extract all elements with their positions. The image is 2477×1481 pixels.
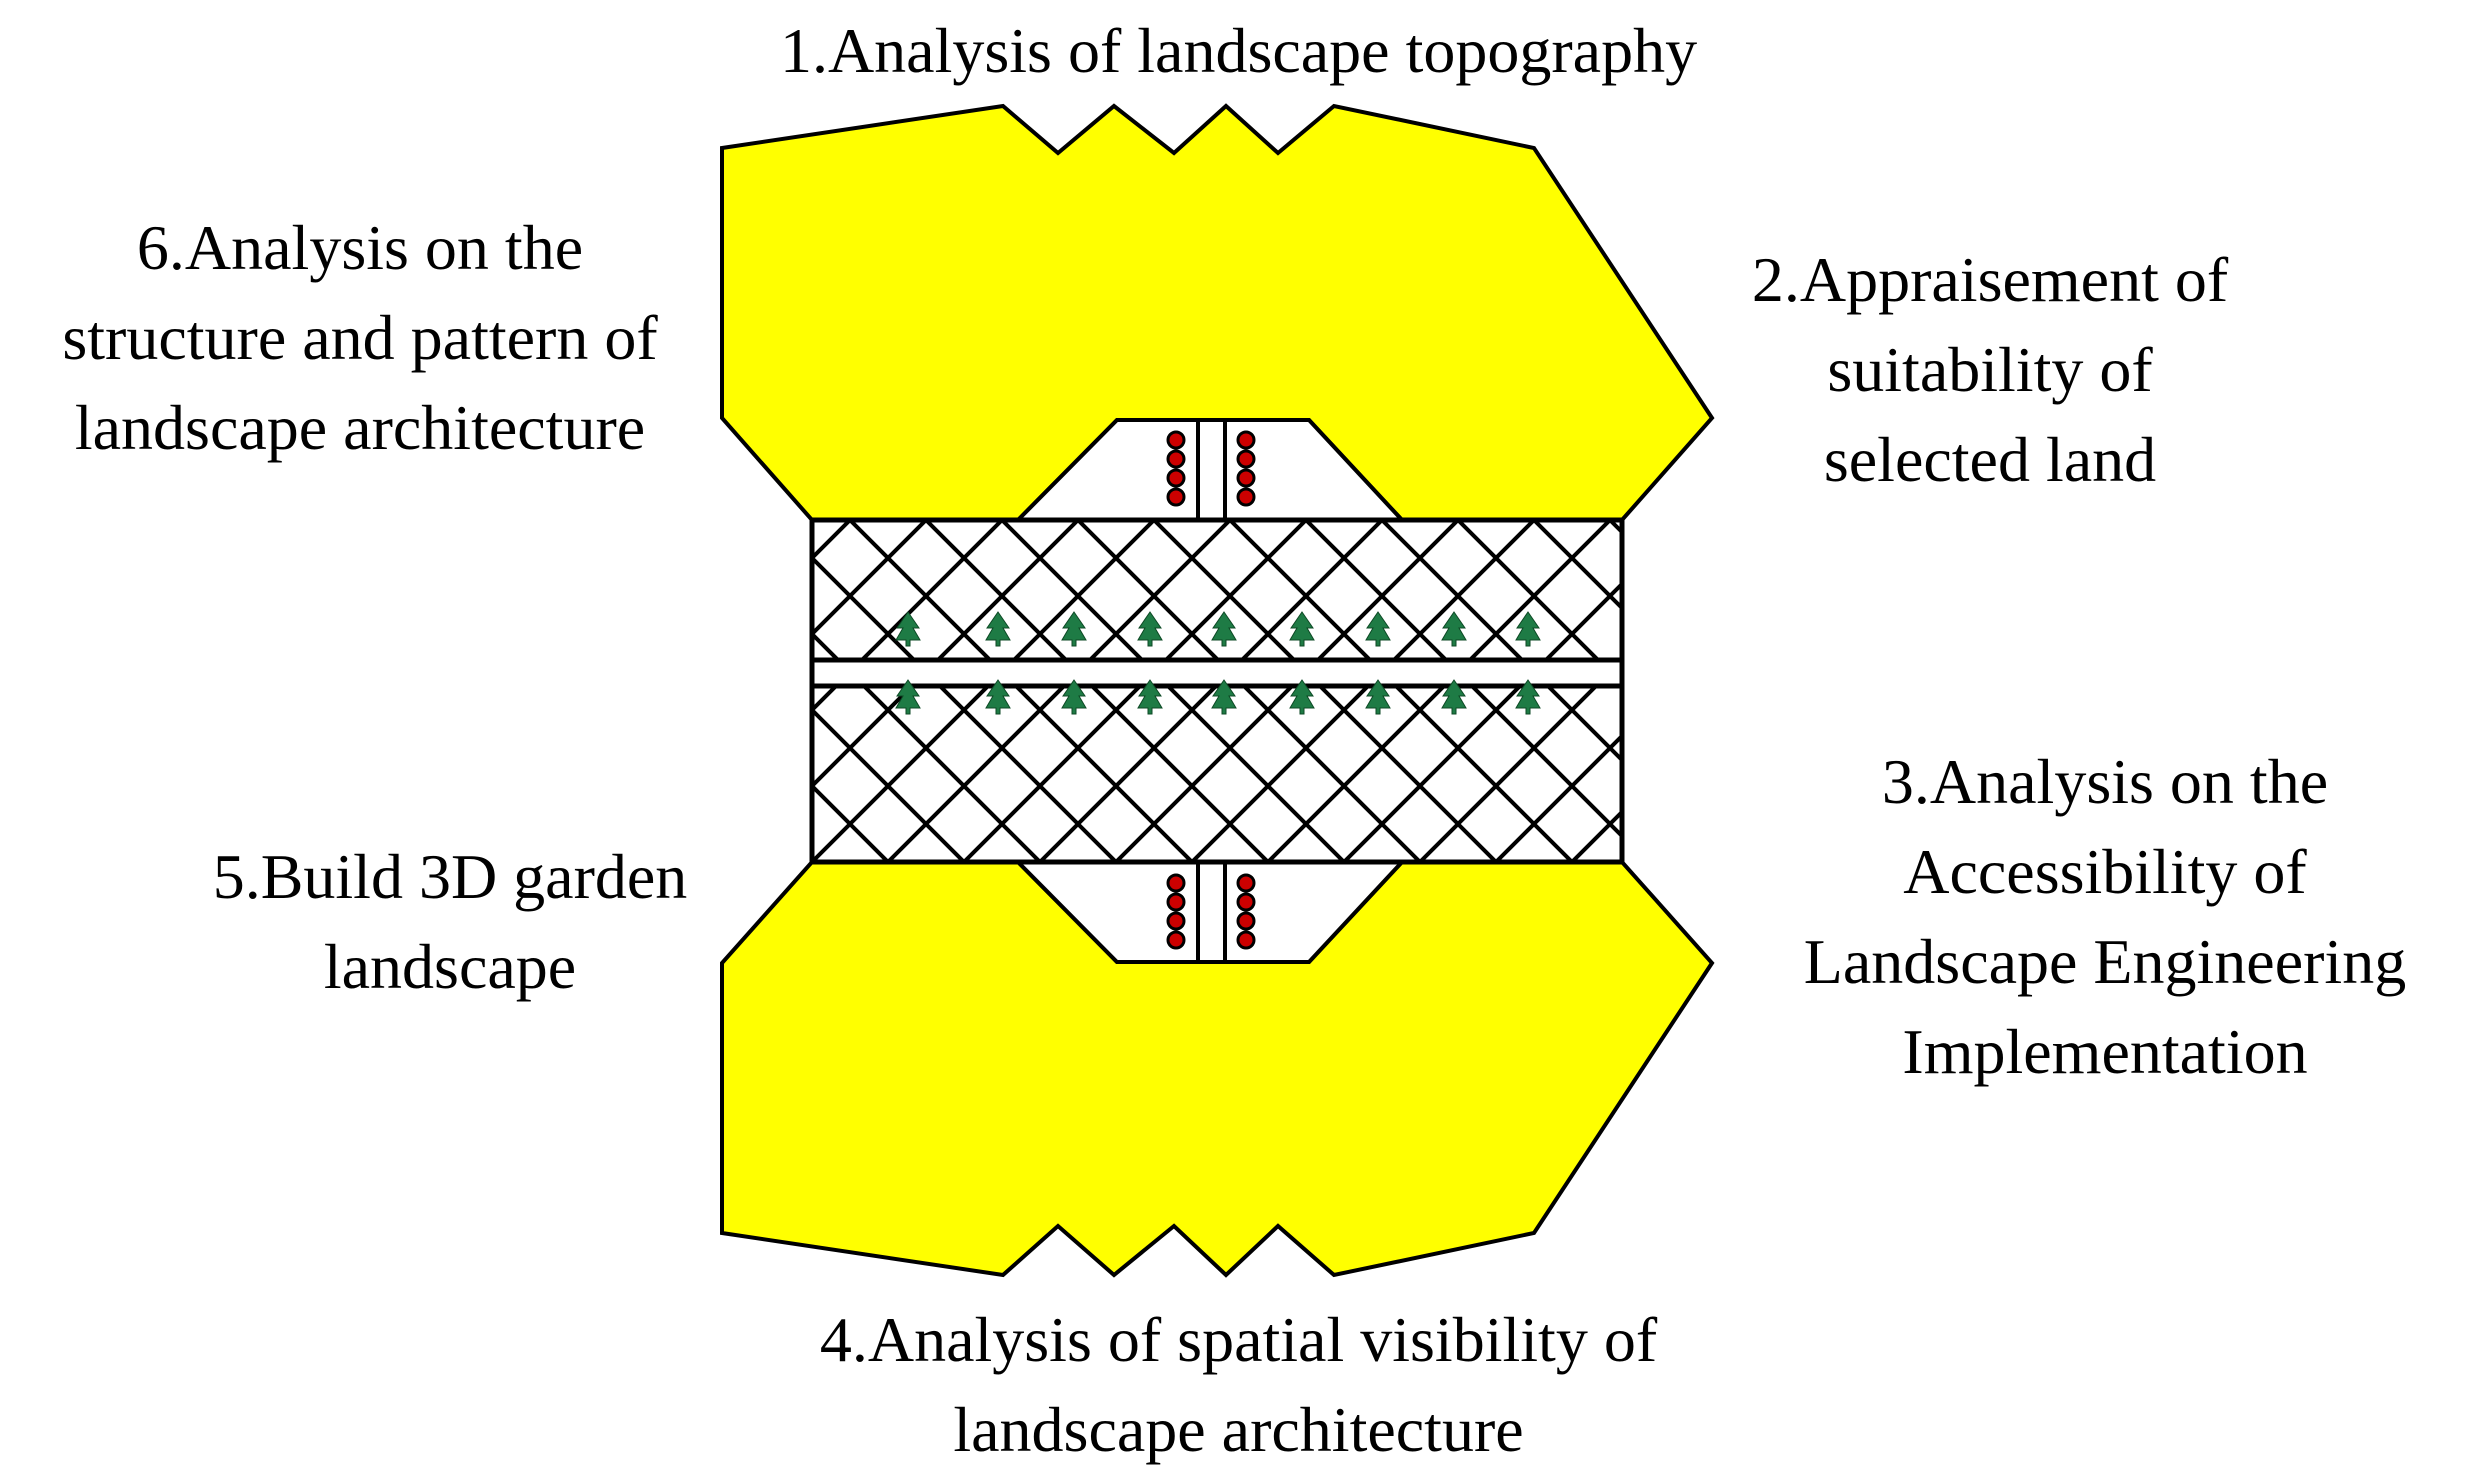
label-step2-line3: selected land <box>1823 424 2157 495</box>
tree-icon <box>1515 611 1541 647</box>
tree-icon <box>1211 611 1237 647</box>
tree-row-group <box>895 611 1541 715</box>
label-step2: 2.Appraisement of suitability of selecte… <box>1700 235 2280 505</box>
road-strip <box>809 657 1625 689</box>
tree-icon <box>1061 679 1087 715</box>
label-step2-line2: suitability of <box>1827 334 2153 405</box>
tree-icon <box>1289 679 1315 715</box>
label-step3-line2: Accessibility of <box>1903 836 2307 907</box>
label-step6-line1: 6.Analysis on the <box>136 212 584 283</box>
label-step6-line2: structure and pattern of <box>62 302 658 373</box>
label-step4: 4.Analysis of spatial visibility of land… <box>0 1295 2477 1475</box>
label-step6-line3: landscape architecture <box>74 392 646 463</box>
label-step3: 3.Analysis on the Accessibility of Lands… <box>1740 737 2470 1097</box>
tree-icon <box>985 611 1011 647</box>
tree-icon <box>1365 611 1391 647</box>
bolt-icon <box>1166 930 1186 950</box>
tree-icon <box>1441 679 1467 715</box>
bolt-icon <box>1236 449 1256 469</box>
bolt-icon <box>1236 873 1256 893</box>
lower-mesh-band <box>809 683 1625 865</box>
bolt-icon <box>1236 911 1256 931</box>
tree-icon <box>1211 679 1237 715</box>
bolt-icon <box>1236 892 1256 912</box>
tree-icon <box>895 679 921 715</box>
bolt-icon <box>1166 487 1186 507</box>
label-step5-line2: landscape <box>323 931 577 1002</box>
label-step3-line1: 3.Analysis on the <box>1881 746 2329 817</box>
bolt-icon <box>1166 468 1186 488</box>
label-step1-line1: 1.Analysis of landscape topography <box>779 15 1698 86</box>
bolt-icon <box>1236 487 1256 507</box>
label-step4-line2: landscape architecture <box>953 1394 1524 1465</box>
top-bolt-group <box>1166 430 1256 507</box>
label-step6: 6.Analysis on the structure and pattern … <box>0 203 720 473</box>
tree-icon <box>1289 611 1315 647</box>
bolt-icon <box>1236 468 1256 488</box>
label-step4-line1: 4.Analysis of spatial visibility of <box>819 1304 1658 1375</box>
tree-icon <box>985 679 1011 715</box>
tree-icon <box>1365 679 1391 715</box>
tree-icon <box>1137 611 1163 647</box>
label-step5: 5.Build 3D garden landscape <box>150 832 750 1012</box>
bolt-icon <box>1166 892 1186 912</box>
label-step5-line1: 5.Build 3D garden <box>212 841 688 912</box>
tree-icon <box>1515 679 1541 715</box>
label-step1: 1.Analysis of landscape topography <box>0 6 2477 96</box>
bolt-icon <box>1236 930 1256 950</box>
bottom-bolt-group <box>1166 873 1256 950</box>
label-step2-line1: 2.Appraisement of <box>1751 244 2229 315</box>
tree-icon <box>1441 611 1467 647</box>
label-step3-line4: Implementation <box>1902 1016 2308 1087</box>
bolt-icon <box>1166 911 1186 931</box>
bolt-icon <box>1166 873 1186 893</box>
tree-icon <box>1061 611 1087 647</box>
label-step3-line3: Landscape Engineering <box>1803 926 2407 997</box>
tree-icon <box>1137 679 1163 715</box>
bolt-icon <box>1166 430 1186 450</box>
tree-icon <box>895 611 921 647</box>
bolt-icon <box>1236 430 1256 450</box>
bolt-icon <box>1166 449 1186 469</box>
